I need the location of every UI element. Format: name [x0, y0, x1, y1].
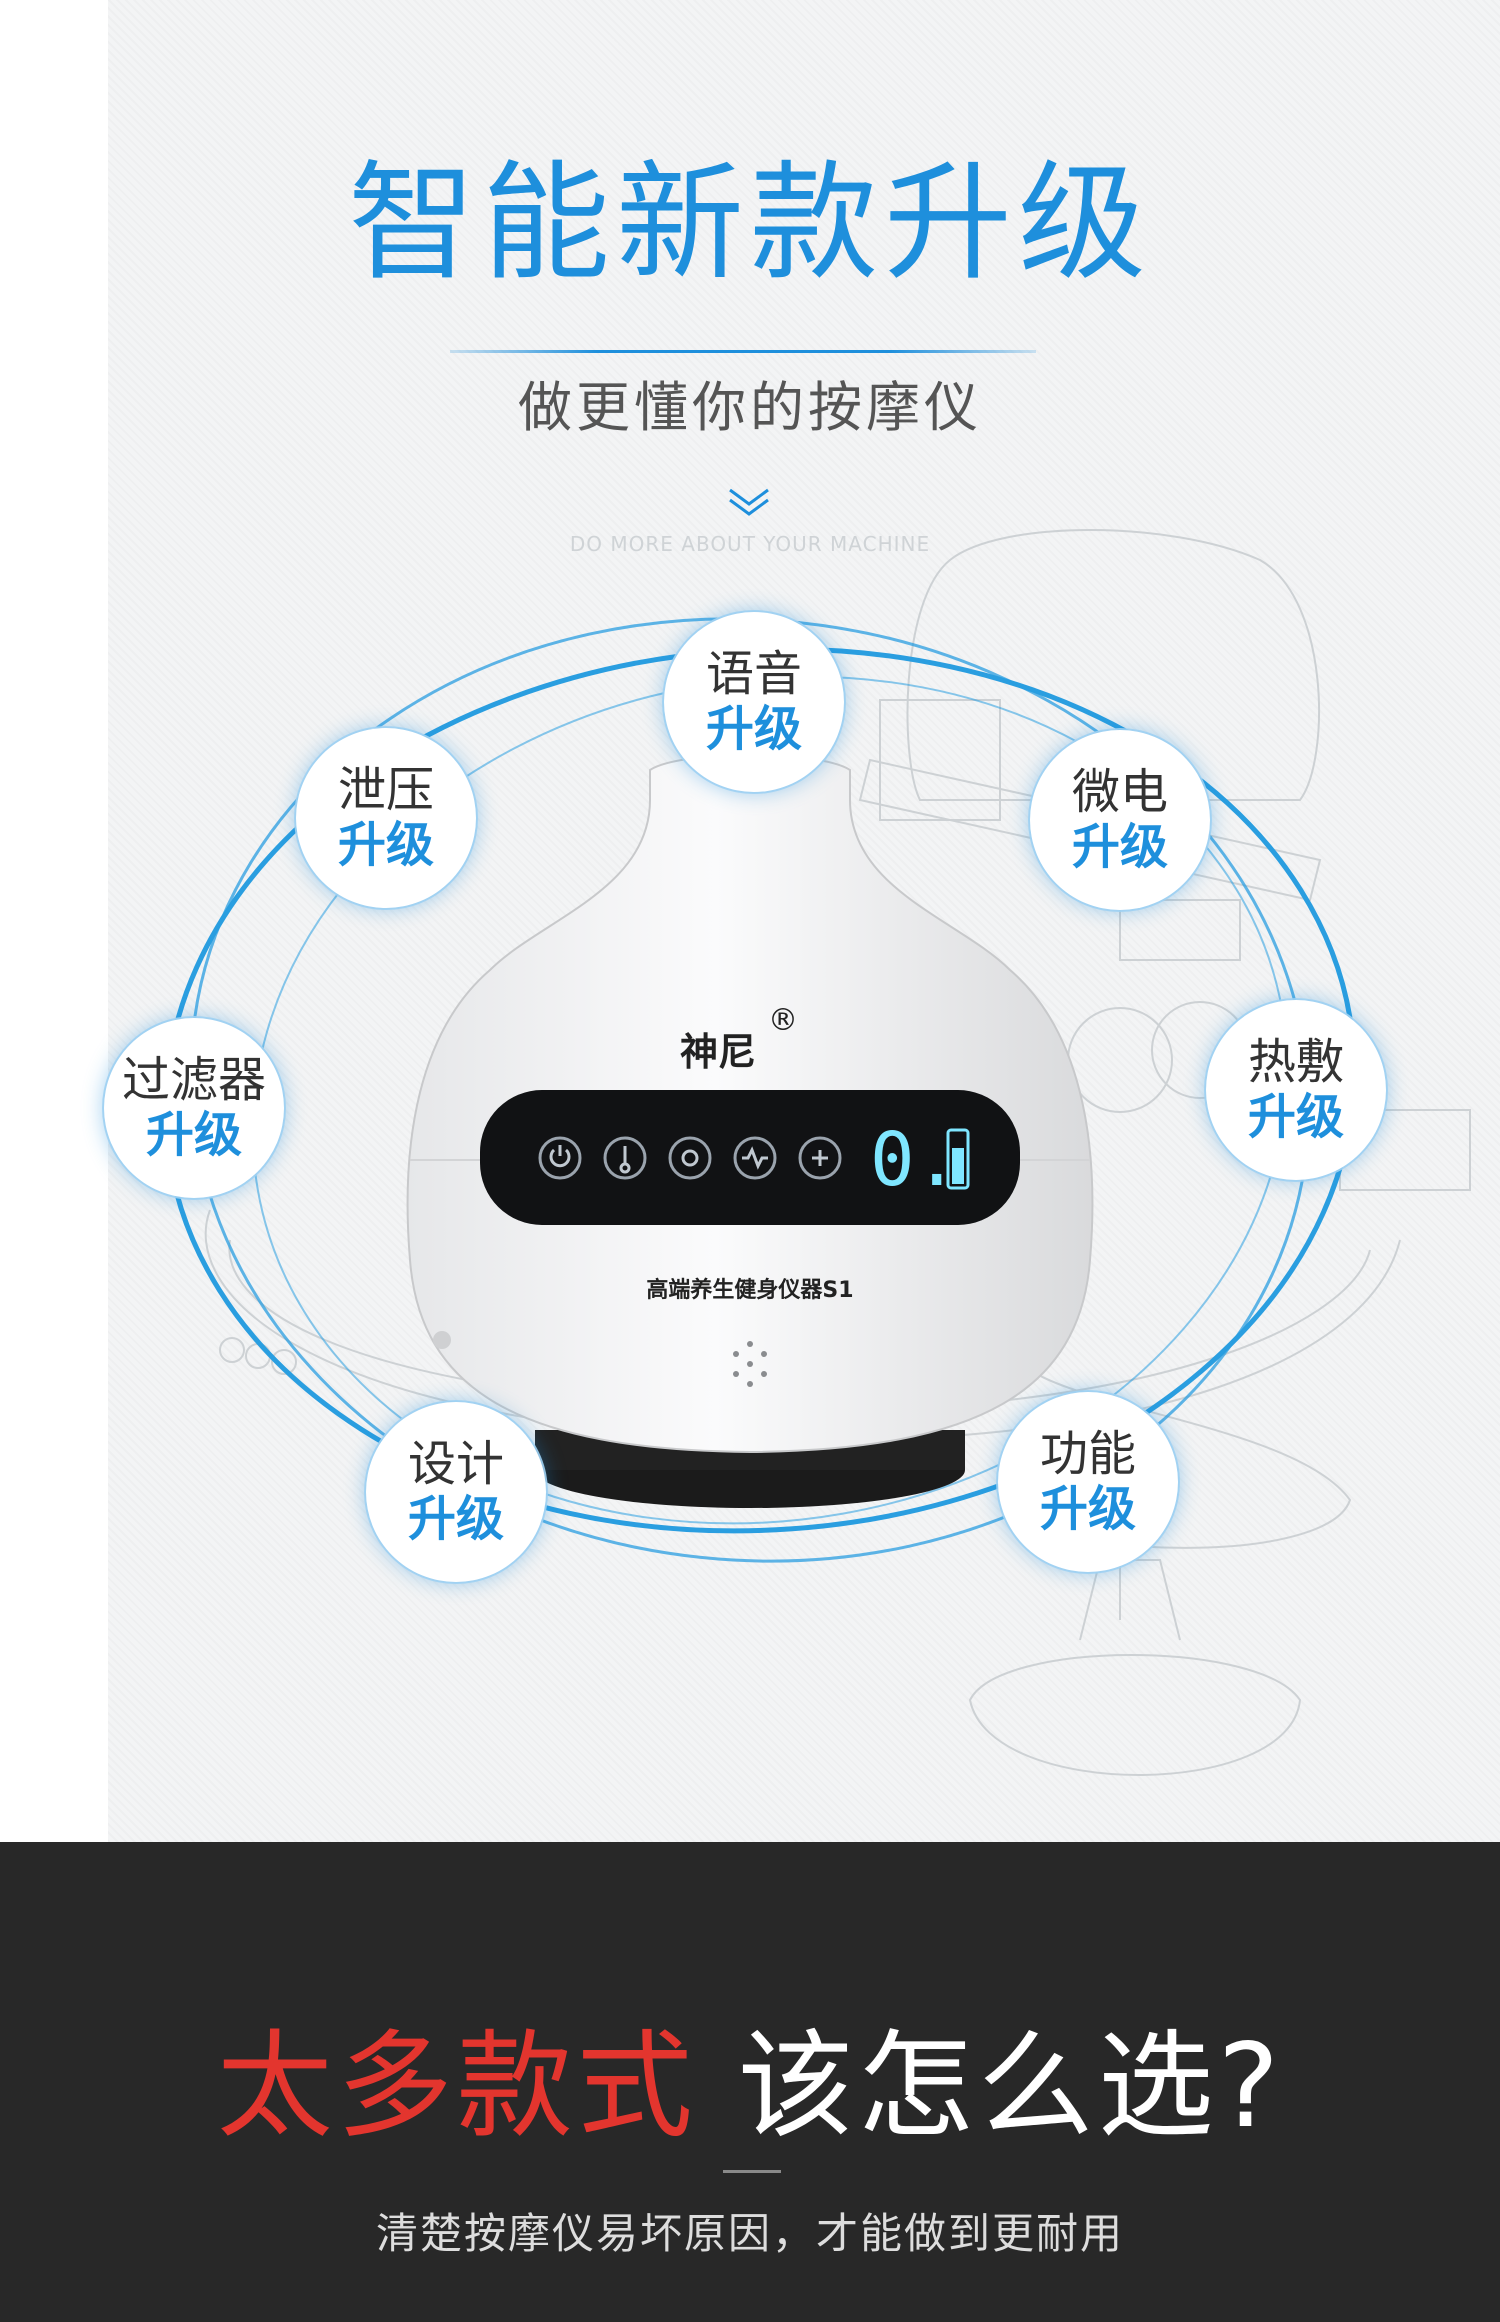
- feature-upgrade-label: 升级: [1071, 819, 1168, 875]
- feature-bubble-voice: 语音 升级: [664, 612, 844, 792]
- question-red-text: 太多款式: [216, 2019, 697, 2154]
- question-white-text: 该怎么选?: [737, 2019, 1284, 2154]
- footer-section: 太多款式 该怎么选? 清楚按摩仪易坏原因，才能做到更耐用: [0, 1842, 1500, 2322]
- brand-name: 神尼: [680, 1030, 756, 1074]
- speaker-grille: [733, 1341, 767, 1387]
- feature-upgrade-label: 升级: [337, 817, 434, 873]
- footer-subtitle: 清楚按摩仪易坏原因，才能做到更耐用: [375, 2209, 1124, 2258]
- feature-upgrade-label: 升级: [407, 1491, 504, 1547]
- battery-icon: [946, 1128, 970, 1190]
- display-readout: 0.: [870, 1117, 959, 1203]
- pulse-icon[interactable]: [733, 1136, 777, 1180]
- feature-name: 过滤器: [121, 1051, 266, 1108]
- feature-upgrade-label: 升级: [145, 1107, 242, 1163]
- question-heading: 太多款式 该怎么选?: [0, 2017, 1500, 2156]
- feature-upgrade-label: 升级: [1247, 1089, 1344, 1145]
- feature-bubble-function: 功能 升级: [998, 1392, 1178, 1572]
- footer-divider: [723, 2170, 781, 2173]
- feature-bubble-filter: 过滤器 升级: [104, 1018, 284, 1198]
- feature-bubble-design: 设计 升级: [366, 1402, 546, 1582]
- feature-name: 语音: [705, 645, 802, 702]
- registered-mark: ®: [768, 1003, 798, 1038]
- feature-bubble-heat-compress: 热敷 升级: [1206, 1000, 1386, 1180]
- title-divider: [450, 350, 1036, 353]
- settings-icon[interactable]: [798, 1136, 842, 1180]
- page-title: 智能新款升级: [347, 149, 1152, 298]
- feature-bubble-microcurrent: 微电 升级: [1030, 730, 1210, 910]
- feature-name: 设计: [407, 1435, 504, 1492]
- feature-name: 功能: [1039, 1425, 1136, 1482]
- english-tagline: DO MORE ABOUT YOUR MACHINE: [569, 532, 931, 556]
- massager-device: 0. 神尼 ® 高端养生健身仪器S1: [406, 754, 1094, 1508]
- feature-name: 泄压: [337, 761, 434, 818]
- hero-section: 智能新款升级 做更懂你的按摩仪 DO MORE ABOUT YOUR MACHI…: [104, 0, 1500, 1842]
- page-subtitle: 做更懂你的按摩仪: [518, 376, 982, 439]
- feature-upgrade-label: 升级: [705, 701, 802, 757]
- thermometer-icon[interactable]: [603, 1136, 647, 1180]
- model-label: 高端养生健身仪器S1: [646, 1277, 853, 1303]
- feature-name: 微电: [1071, 763, 1168, 820]
- power-icon[interactable]: [538, 1136, 582, 1180]
- feature-bubble-pressure-relief: 泄压 升级: [296, 728, 476, 908]
- feature-upgrade-label: 升级: [1039, 1481, 1136, 1537]
- chevron-down-icon: [729, 488, 769, 516]
- feature-name: 热敷: [1247, 1033, 1344, 1090]
- fan-icon[interactable]: [668, 1136, 712, 1180]
